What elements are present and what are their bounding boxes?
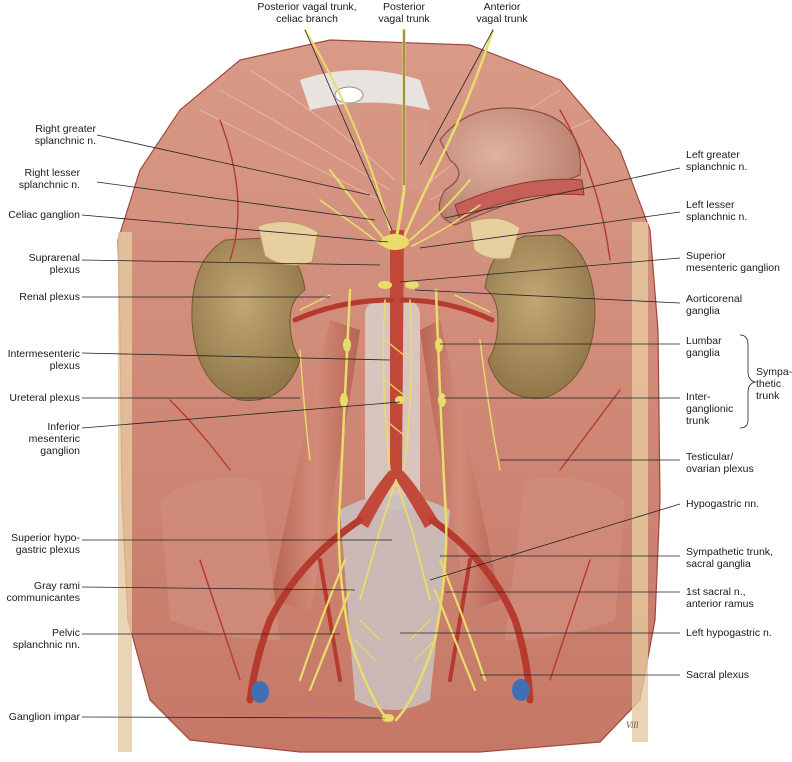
label-sympathetic-trunk-sacral: Sympathetic trunk, sacral ganglia (686, 546, 773, 570)
label-posterior-vagal-trunk: Posterior vagal trunk (378, 1, 430, 25)
leader-lines (81, 29, 757, 719)
right-renal-artery (292, 297, 395, 323)
label-first-sacral-n: 1st sacral n., anterior ramus (686, 586, 754, 610)
right-kidney (191, 237, 306, 401)
label-left-lesser-splanchnic: Left lesser splanchnic n. (686, 199, 748, 223)
label-testicular-ovarian-plexus: Testicular/ ovarian plexus (686, 451, 754, 475)
label-ureteral-plexus: Ureteral plexus (9, 392, 80, 404)
label-right-lesser-splanchnic: Right lesser splanchnic n. (18, 167, 80, 191)
label-renal-plexus: Renal plexus (19, 291, 80, 303)
label-suprarenal-plexus: Suprarenal plexus (28, 252, 80, 276)
right-femoral-vessel (251, 681, 269, 703)
label-interganglionic-trunk: Inter- ganglionic trunk (686, 391, 734, 427)
label-left-greater-splanchnic: Left greater splanchnic n. (686, 149, 748, 173)
label-hypogastric-nn: Hypogastric nn. (686, 498, 759, 510)
label-anterior-vagal-trunk: Anterior vagal trunk (476, 1, 528, 25)
left-internal-iliac (448, 558, 472, 682)
left-femoral-vessel (512, 679, 530, 701)
wall-arteries (169, 109, 621, 681)
left-side-strip (118, 232, 132, 752)
aorta (355, 230, 438, 528)
left-iliac-artery (428, 516, 534, 704)
left-kidney (484, 234, 596, 399)
esophagus (403, 120, 430, 190)
right-side-strip (632, 222, 648, 742)
right-iliac-artery (246, 516, 364, 704)
label-celiac-ganglion: Celiac ganglion (8, 209, 80, 221)
stomach (438, 107, 582, 226)
left-renal-artery (399, 297, 495, 323)
stomach-cut-edge (454, 178, 585, 221)
label-sympathetic-trunk-group: Sympa- thetic trunk (756, 366, 792, 402)
left-suprarenal (469, 217, 521, 260)
label-superior-mesenteric-ganglion: Superior mesenteric ganglion (686, 250, 780, 274)
label-aorticorenal-ganglia: Aorticorenal ganglia (686, 293, 743, 317)
artist-signature: Vill (626, 720, 639, 730)
label-inferior-mesenteric-ganglion: Inferior mesenteric ganglion (28, 421, 80, 457)
label-ganglion-impar: Ganglion impar (8, 711, 80, 723)
label-posterior-vagal-celiac: Posterior vagal trunk, celiac branch (257, 1, 357, 25)
label-superior-hypogastric-plexus: Superior hypo- gastric plexus (11, 532, 80, 556)
right-iliacus (160, 477, 280, 640)
label-right-greater-splanchnic: Right greater splanchnic n. (34, 123, 96, 147)
right-suprarenal (257, 221, 319, 266)
label-pelvic-splanchnic: Pelvic splanchnic nn. (12, 627, 80, 651)
right-internal-iliac (318, 558, 342, 682)
sacrum (340, 495, 450, 710)
nerve-network (298, 28, 501, 722)
label-left-hypogastric-n: Left hypogastric n. (686, 627, 772, 639)
left-iliacus (505, 477, 625, 640)
label-sacral-plexus: Sacral plexus (686, 669, 750, 681)
label-gray-rami-communicantes: Gray rami communicantes (6, 580, 80, 604)
label-intermesenteric-plexus: Intermesenteric plexus (7, 348, 80, 372)
label-lumbar-ganglia: Lumbar ganglia (686, 335, 722, 359)
right-psoas (270, 320, 360, 610)
